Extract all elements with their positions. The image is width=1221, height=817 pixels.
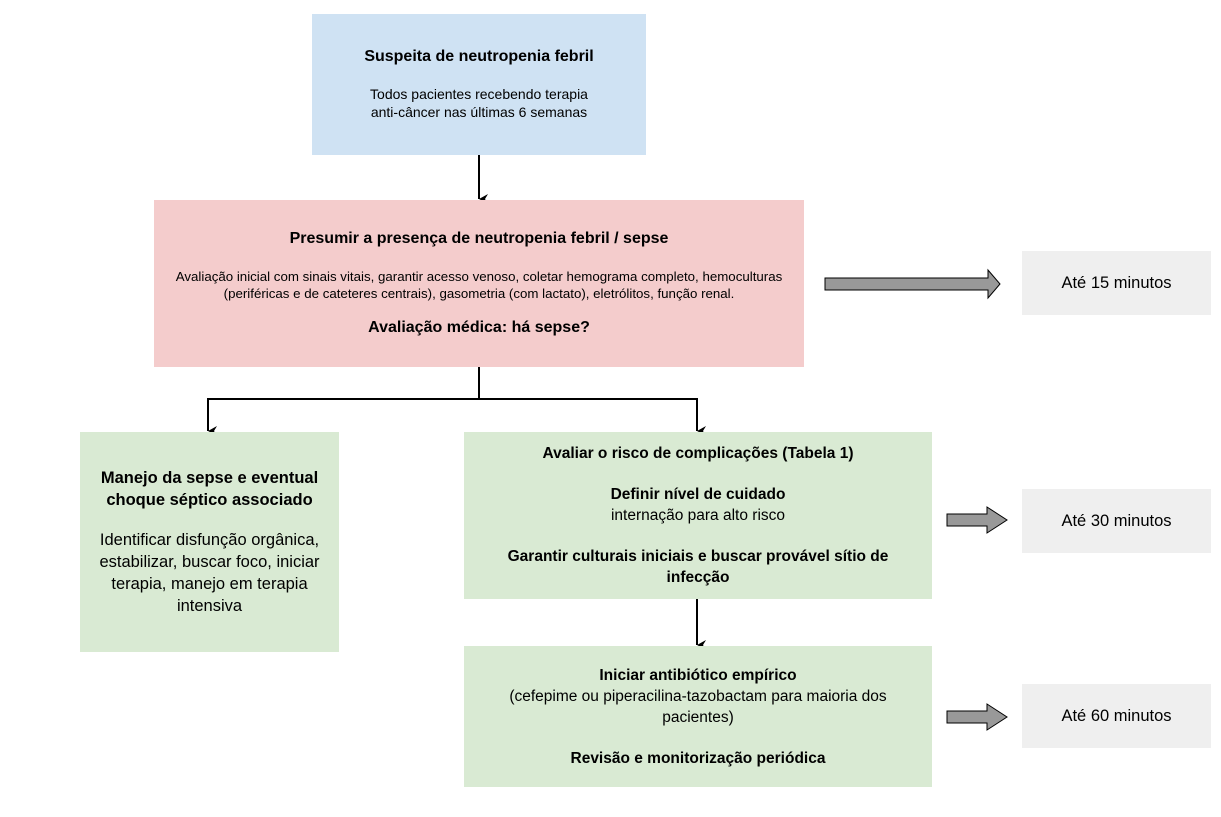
- box-suspected-febrile-neutropenia: Suspeita de neutropenia febril Todos pac…: [312, 14, 646, 155]
- box-presume-sepsis: Presumir a presença de neutropenia febri…: [154, 200, 804, 367]
- box-sepsis-management: Manejo da sepse e eventual choque séptic…: [80, 432, 339, 652]
- timing-label: Até 60 minutos: [1061, 706, 1172, 725]
- timing-30-minutes: Até 30 minutos: [1022, 489, 1211, 553]
- care-level-text: internação para alto risco: [610, 507, 786, 524]
- sepsis-title: Manejo da sepse e eventual choque séptic…: [100, 469, 319, 509]
- start-text: Todos pacientes recebendo terapia anti-c…: [370, 85, 588, 121]
- start-text-line: Todos pacientes recebendo terapia: [370, 86, 588, 102]
- cultures-text: Garantir culturais iniciais e buscar pro…: [507, 548, 889, 586]
- antibiotic-title: Iniciar antibiótico empírico: [599, 666, 797, 684]
- presume-question: Avaliação médica: há sepse?: [368, 319, 590, 336]
- timing-label: Até 30 minutos: [1061, 511, 1172, 530]
- box-risk-assessment: Avaliar o risco de complicações (Tabela …: [464, 432, 932, 599]
- risk-title: Avaliar o risco de complicações (Tabela …: [542, 445, 854, 462]
- block-arrow-30: [946, 506, 1008, 534]
- box-empiric-antibiotic: Iniciar antibiótico empírico (cefepime o…: [464, 646, 932, 787]
- timing-60-minutes: Até 60 minutos: [1022, 684, 1211, 748]
- presume-title: Presumir a presença de neutropenia febri…: [289, 230, 669, 247]
- antibiotic-text: (cefepime ou piperacilina-tazobactam par…: [509, 687, 887, 726]
- timing-label: Até 15 minutos: [1061, 273, 1172, 292]
- block-arrow-15: [824, 268, 1001, 300]
- care-level-title: Definir nível de cuidado: [610, 486, 786, 503]
- block-arrow-60: [946, 703, 1008, 731]
- review-text: Revisão e monitorização periódica: [570, 749, 826, 767]
- start-text-line: anti-câncer nas últimas 6 semanas: [370, 104, 588, 120]
- presume-text: Avaliação inicial com sinais vitais, gar…: [175, 269, 783, 301]
- timing-15-minutes: Até 15 minutos: [1022, 251, 1211, 315]
- sepsis-text: Identificar disfunção orgânica, estabili…: [99, 531, 320, 615]
- start-title: Suspeita de neutropenia febril: [364, 48, 594, 65]
